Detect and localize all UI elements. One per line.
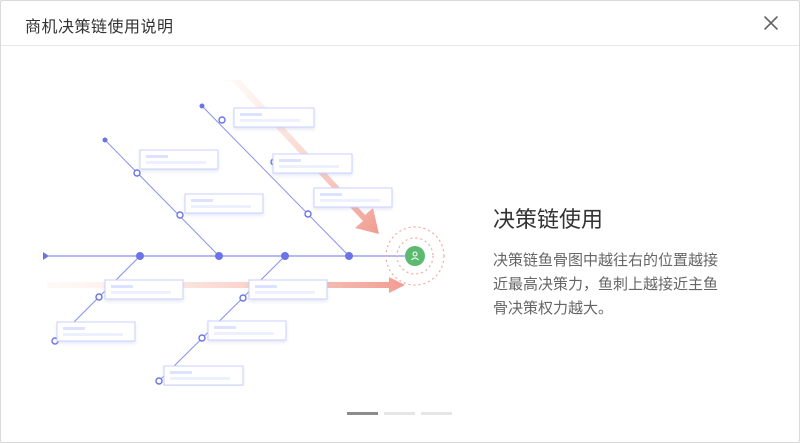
card — [163, 365, 244, 386]
close-button[interactable] — [761, 13, 781, 33]
decision-arrow-horizontal — [47, 277, 405, 293]
description-text: 决策链鱼骨图中越往右的位置越接 近最高决策力，鱼刺上越接近主鱼 骨决策权力越大。 — [493, 251, 719, 317]
description-heading: 决策链使用 — [493, 208, 604, 233]
card — [313, 187, 393, 208]
card — [272, 153, 353, 174]
card — [233, 107, 315, 128]
carousel-dot-1[interactable] — [347, 412, 378, 415]
fishbone-illustration — [43, 80, 445, 386]
card — [207, 320, 287, 341]
fish-head — [385, 226, 445, 286]
modal-header: 商机决策链使用说明 — [1, 1, 799, 46]
close-icon — [764, 16, 778, 30]
card — [104, 279, 184, 300]
modal-title: 商机决策链使用说明 — [25, 17, 174, 36]
rib-end-dots — [102, 103, 205, 143]
card — [56, 321, 136, 342]
stakeholder-nodes — [51, 116, 312, 385]
modal-body: 决策链使用 决策链鱼骨图中越往右的位置越接 近最高决策力，鱼刺上越接近主鱼 骨决… — [1, 46, 799, 442]
carousel-dot-2[interactable] — [384, 412, 415, 415]
stakeholder-cards — [56, 107, 393, 386]
carousel-dot-3[interactable] — [421, 412, 452, 415]
spine-nodes — [136, 252, 353, 260]
upper-ribs — [104, 105, 350, 257]
user-icon — [411, 251, 419, 261]
card — [139, 149, 219, 170]
card — [248, 279, 328, 300]
description-panel: 决策链使用 决策链鱼骨图中越往右的位置越接 近最高决策力，鱼刺上越接近主鱼 骨决… — [493, 202, 753, 320]
carousel-indicator — [347, 412, 452, 415]
lower-ribs — [54, 255, 286, 382]
card — [184, 193, 264, 214]
